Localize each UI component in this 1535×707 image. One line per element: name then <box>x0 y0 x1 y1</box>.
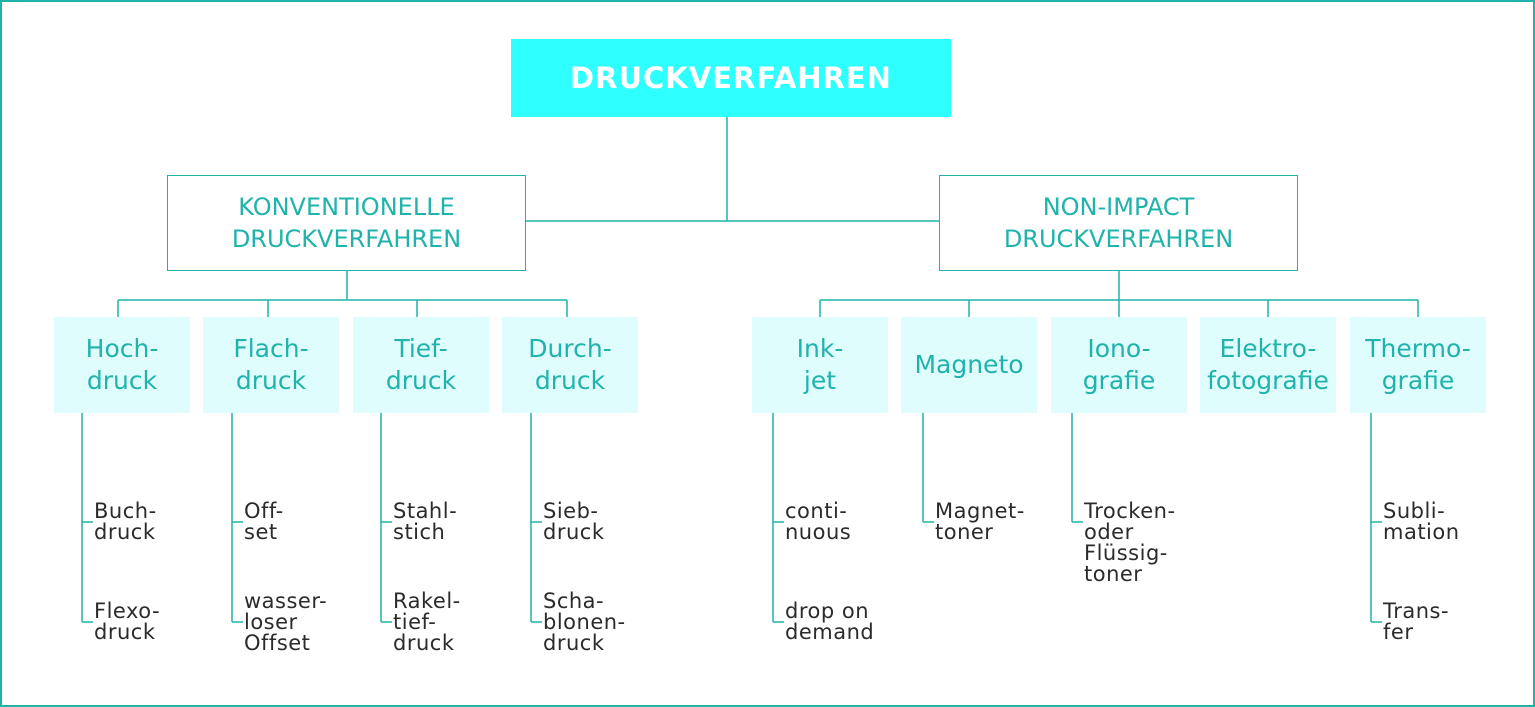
method-label: Iono- grafie <box>1082 334 1156 395</box>
method-label: Elektro- fotografie <box>1207 334 1329 395</box>
method-label: Thermo- grafie <box>1365 334 1471 395</box>
method-magneto: Magneto <box>901 317 1037 413</box>
leaf-wasserloser-offset: wasser- loser Offset <box>244 589 328 655</box>
root-node: DRUCKVERFAHREN <box>511 39 951 117</box>
category-non-impact: NON-IMPACT DRUCKVERFAHREN <box>939 175 1298 271</box>
method-hochdruck: Hoch- druck <box>54 317 190 413</box>
root-title: DRUCKVERFAHREN <box>570 61 892 95</box>
method-label: Flach- druck <box>233 334 309 395</box>
method-tiefdruck: Tief- druck <box>353 317 489 413</box>
method-label: Magneto <box>914 350 1024 379</box>
leaf-flexodruck: Flexo- druck <box>94 599 161 644</box>
leaf-rakeltiefdruck: Rakel- tief- druck <box>393 589 461 655</box>
category-konventionelle: KONVENTIONELLE DRUCKVERFAHREN <box>167 175 526 271</box>
method-ionografie: Iono- grafie <box>1051 317 1187 413</box>
leaf-continuous: conti- nuous <box>785 499 852 544</box>
leaf-trocken-oder-fluessigtoner: Trocken- oder Flüssig- toner <box>1084 499 1176 586</box>
method-label: Hoch- druck <box>85 334 159 395</box>
category-label: KONVENTIONELLE DRUCKVERFAHREN <box>231 193 462 253</box>
leaf-magnettoner: Magnet- toner <box>935 499 1025 544</box>
leaf-offset: Off- set <box>244 499 284 544</box>
leaf-sublimation: Subli- mation <box>1383 499 1460 544</box>
method-ink-jet: Ink- jet <box>752 317 888 413</box>
leaf-stahlstich: Stahl- stich <box>393 499 458 544</box>
leaf-siebdruck: Sieb- druck <box>543 499 605 544</box>
category-label: NON-IMPACT DRUCKVERFAHREN <box>1003 193 1234 253</box>
leaf-buchdruck: Buch- druck <box>94 499 157 544</box>
method-label: Ink- jet <box>796 334 844 395</box>
leaf-schablonendruck: Scha- blonen- druck <box>543 589 626 655</box>
method-elektrofotografie: Elektro- fotografie <box>1200 317 1336 413</box>
leaf-drop-on-demand: drop on demand <box>785 599 875 644</box>
leaf-transfer: Trans- fer <box>1383 599 1450 644</box>
method-flachdruck: Flach- druck <box>203 317 339 413</box>
method-thermografie: Thermo- grafie <box>1350 317 1486 413</box>
method-label: Tief- druck <box>385 334 457 395</box>
method-label: Durch- druck <box>528 334 612 395</box>
method-durchdruck: Durch- druck <box>502 317 638 413</box>
